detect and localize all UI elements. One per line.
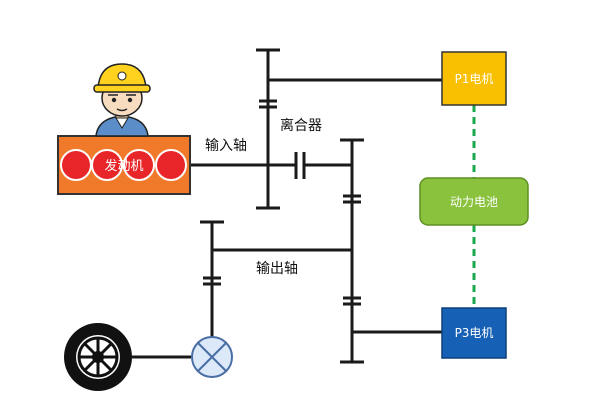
engine-label: 发动机: [104, 158, 143, 174]
battery: 动力电池: [419, 177, 529, 226]
differential-icon: [191, 336, 233, 378]
wheel-icon: [64, 323, 132, 391]
p3-motor: P3电机: [441, 307, 507, 359]
engine-block: 发动机: [57, 135, 191, 195]
gear-meshes: [203, 99, 361, 306]
p1-motor-box: [441, 51, 507, 106]
clutch-icon: [294, 152, 306, 179]
battery-label: 动力电池: [450, 195, 498, 209]
shaft-lines: [132, 48, 442, 364]
p3-motor-box: [441, 307, 507, 359]
worker-avatar-icon: [93, 63, 151, 137]
clutch-label: 离合器: [280, 117, 322, 134]
p1-motor: P1电机: [441, 51, 507, 106]
p1-motor-label: P1电机: [455, 72, 494, 86]
output-shaft-label: 输出轴: [256, 261, 298, 277]
battery-box: [419, 177, 529, 226]
input-shaft-label: 输入轴: [205, 138, 247, 154]
p3-motor-label: P3电机: [455, 326, 494, 340]
engine-cylinders: [60, 149, 187, 181]
